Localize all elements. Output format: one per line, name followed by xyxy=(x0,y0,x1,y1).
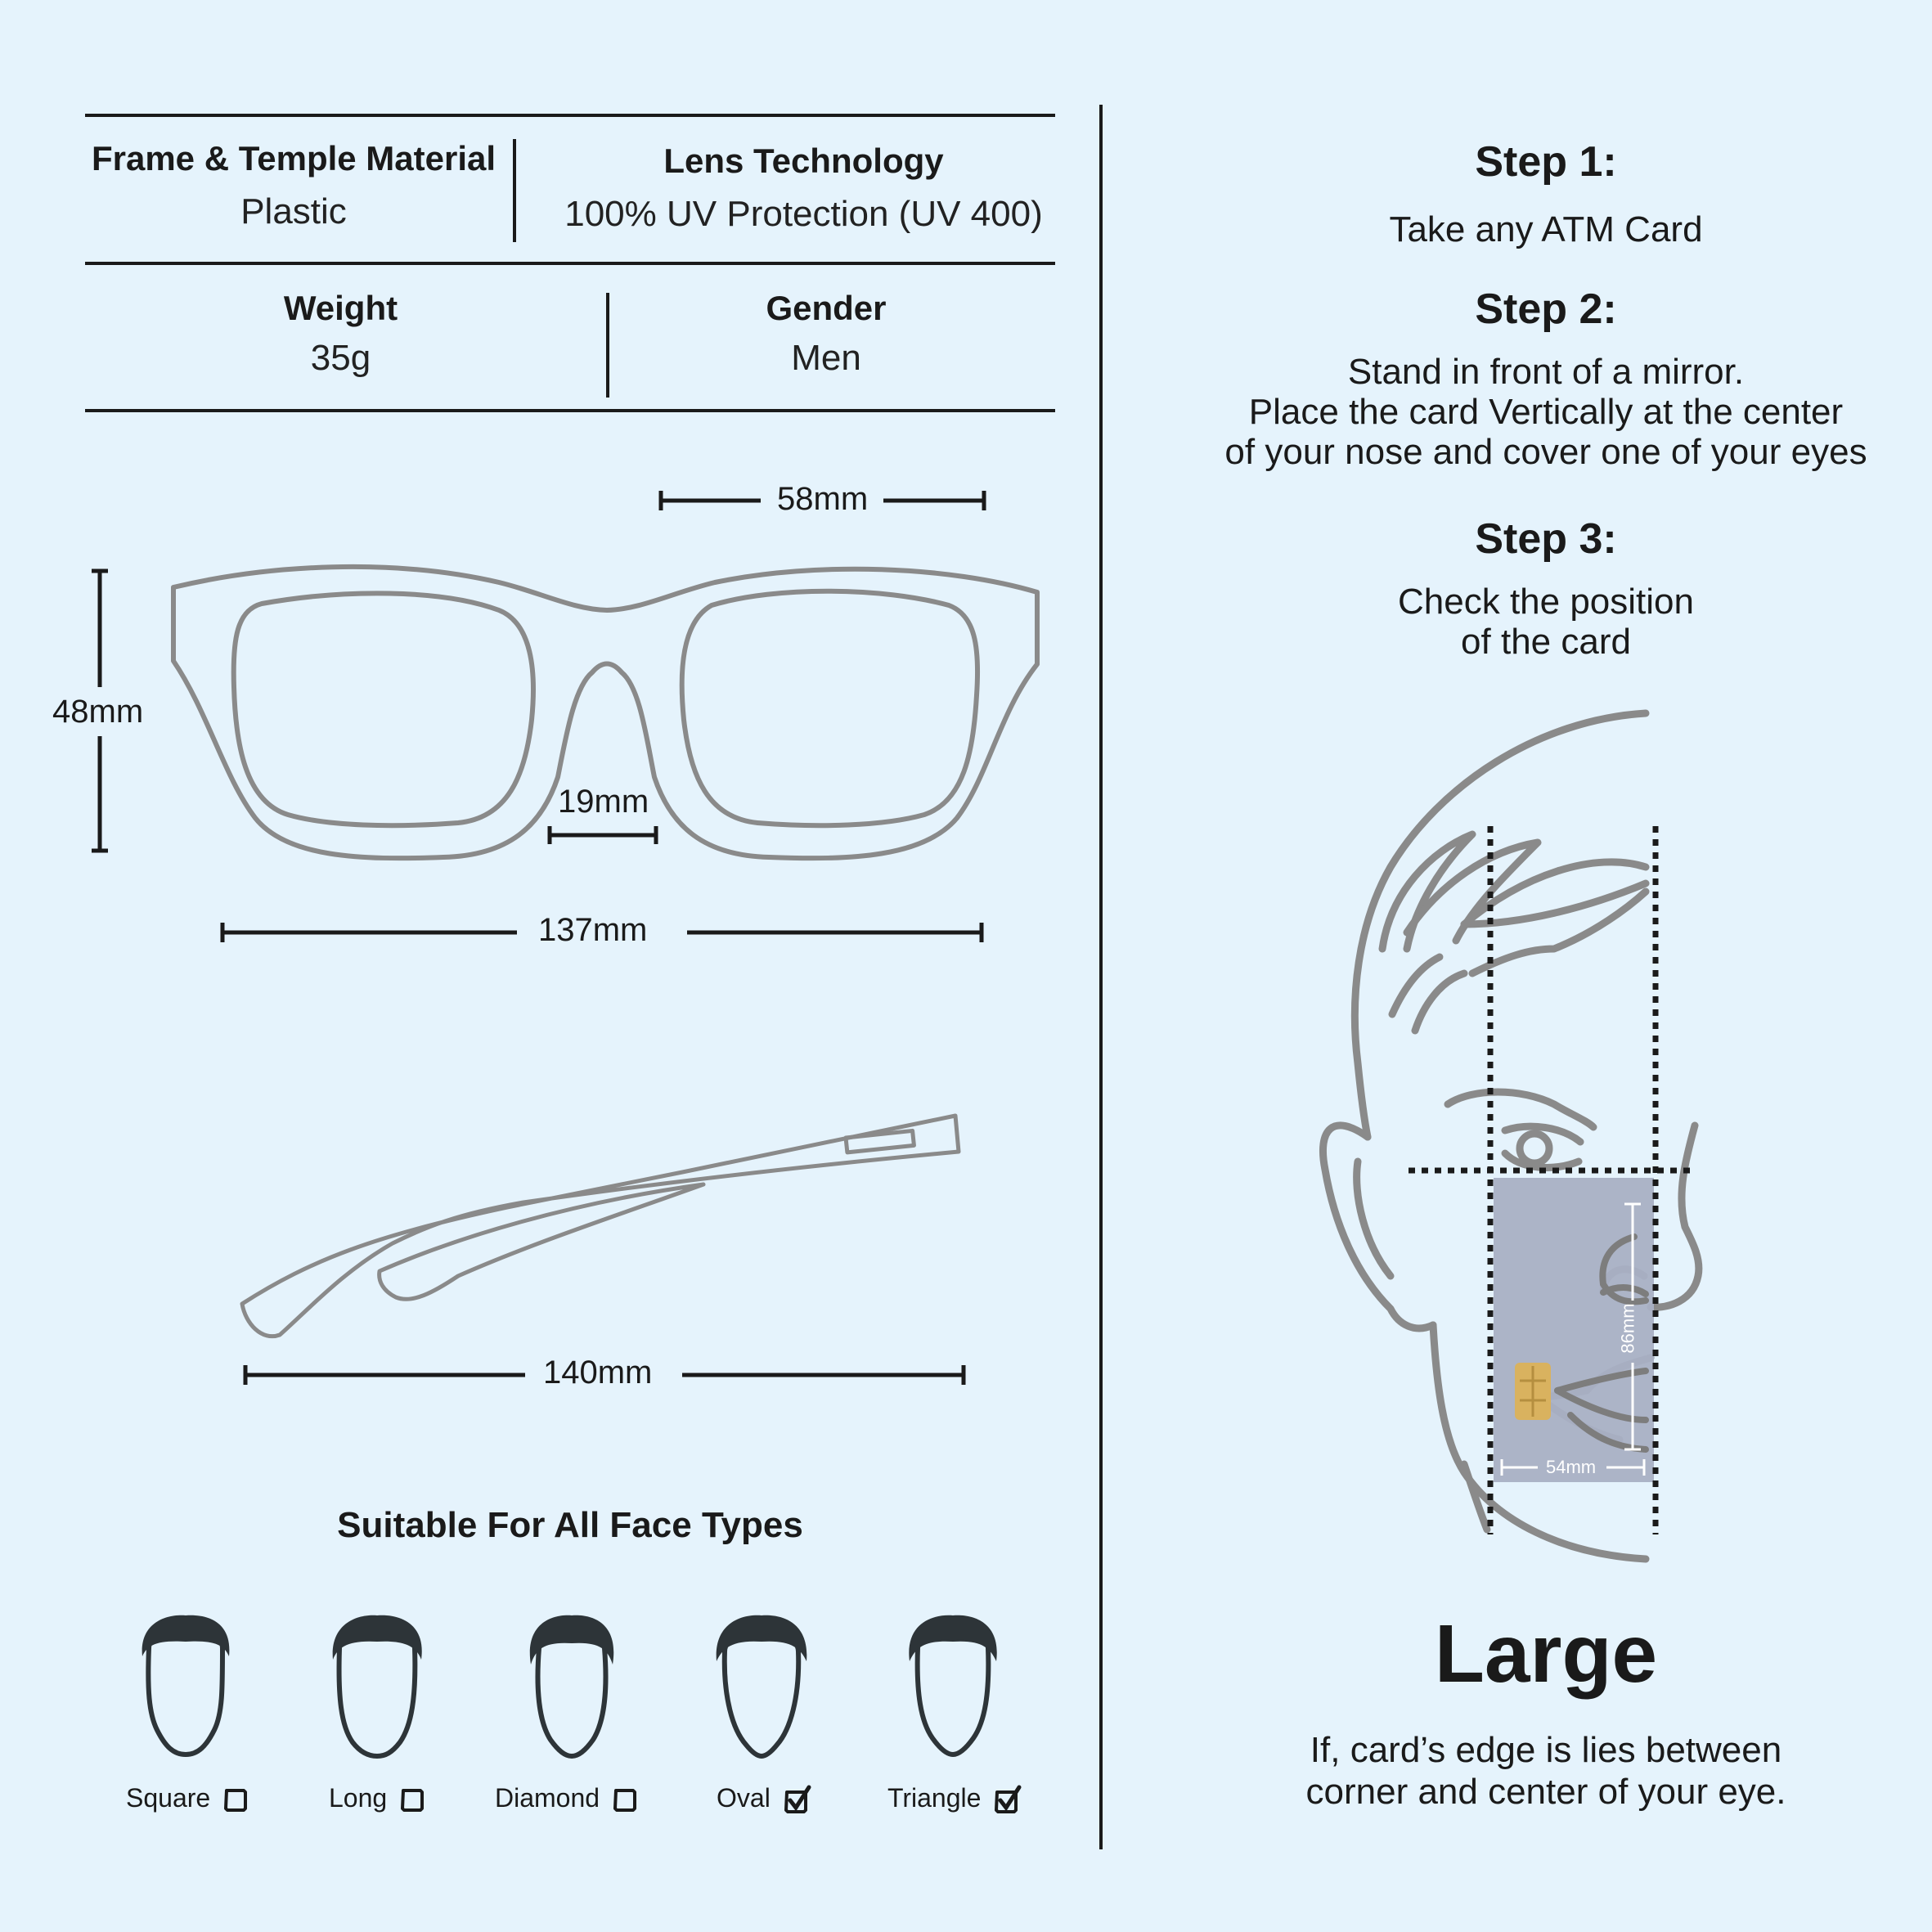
checkbox-checked-icon[interactable] xyxy=(783,1785,812,1815)
card-height-label: 86mm xyxy=(1617,1303,1638,1354)
face-type-diamond-label: Diamond xyxy=(495,1783,600,1813)
dimension-frame-bar xyxy=(220,923,984,942)
step-2-text-line-2: Place the card Vertically at the center xyxy=(1248,392,1844,432)
step-3: Step 3: Check the position of the card xyxy=(1129,514,1932,662)
card-chip-icon xyxy=(1515,1363,1551,1420)
face-type-square-label: Square xyxy=(126,1783,211,1813)
step-2: Step 2: Stand in front of a mirror. Plac… xyxy=(1129,285,1932,472)
dimension-lens-width: 58mm xyxy=(777,481,869,517)
dimension-lens-height: 48mm xyxy=(52,694,144,730)
step-1-text: Take any ATM Card xyxy=(1389,209,1703,249)
glasses-temple-icon xyxy=(240,1113,961,1339)
dimension-temple-length: 140mm xyxy=(543,1355,653,1391)
spec-lens: Lens Technology 100% UV Protection (UV 4… xyxy=(523,142,1084,235)
dimension-frame-width: 137mm xyxy=(538,912,648,948)
table-divider-row2 xyxy=(606,293,609,398)
dimension-bridge-bar xyxy=(547,826,658,844)
dimension-height-bar xyxy=(92,568,108,853)
table-top-rule xyxy=(85,114,1055,117)
step-3-text-line-1: Check the position xyxy=(1398,582,1694,622)
face-type-long-label: Long xyxy=(329,1783,388,1813)
face-type-diamond: Diamond xyxy=(495,1783,638,1813)
dimension-lens-bar xyxy=(658,491,986,510)
dimension-bridge: 19mm xyxy=(558,784,649,820)
face-types-title: Suitable For All Face Types xyxy=(337,1505,803,1545)
table-bottom-rule xyxy=(85,409,1055,412)
size-description: If, card’s edge is lies between corner a… xyxy=(1129,1730,1932,1812)
face-triangle-icon xyxy=(909,1615,997,1758)
checkbox-checked-icon[interactable] xyxy=(993,1785,1022,1815)
step-1: Step 1: Take any ATM Card xyxy=(1129,137,1932,249)
face-type-triangle: Triangle xyxy=(887,1783,1022,1815)
spec-frame-material-value: Plastic xyxy=(240,191,347,231)
size-description-line-2: corner and center of your eye. xyxy=(1305,1772,1786,1812)
atm-card-icon xyxy=(1494,1178,1654,1482)
dimension-temple-bar xyxy=(243,1365,966,1385)
spec-frame-material-label: Frame & Temple Material xyxy=(91,139,496,177)
spec-gender: Gender Men xyxy=(618,289,1035,379)
step-1-title: Step 1: xyxy=(1475,138,1617,186)
face-long-icon xyxy=(332,1615,422,1759)
table-middle-rule xyxy=(85,262,1055,265)
spec-gender-value: Men xyxy=(791,338,861,378)
face-diamond-icon xyxy=(529,1615,614,1759)
card-dimension-marks xyxy=(1500,1202,1646,1476)
spec-lens-value: 100% UV Protection (UV 400) xyxy=(564,194,1043,234)
table-divider-row1 xyxy=(513,139,516,242)
center-divider xyxy=(1099,105,1103,1849)
checkbox-empty-icon[interactable] xyxy=(222,1787,249,1813)
step-2-text-line-1: Stand in front of a mirror. xyxy=(1347,352,1745,392)
glasses-front-icon xyxy=(171,564,1040,861)
step-2-title: Step 2: xyxy=(1475,285,1617,333)
spec-weight: Weight 35g xyxy=(85,289,596,379)
step-3-text-line-2: of the card xyxy=(1461,622,1631,662)
face-type-triangle-label: Triangle xyxy=(887,1783,982,1813)
checkbox-empty-icon[interactable] xyxy=(399,1787,425,1813)
face-type-oval: Oval xyxy=(717,1783,812,1815)
checkbox-empty-icon[interactable] xyxy=(612,1787,638,1813)
spec-weight-label: Weight xyxy=(283,289,398,327)
face-square-icon xyxy=(142,1615,230,1758)
face-type-square: Square xyxy=(126,1783,249,1813)
face-oval-icon xyxy=(716,1615,807,1759)
face-types-row xyxy=(0,1615,1099,1812)
step-2-text-line-3: of your nose and cover one of your eyes xyxy=(1224,432,1867,472)
guide-lines xyxy=(1409,826,1696,1534)
face-type-long: Long xyxy=(329,1783,425,1813)
spec-frame-material: Frame & Temple Material Plastic xyxy=(85,139,502,232)
spec-weight-value: 35g xyxy=(310,338,371,378)
step-3-title: Step 3: xyxy=(1475,515,1617,563)
size-label: Large xyxy=(1434,1608,1658,1700)
card-width-label: 54mm xyxy=(1546,1457,1597,1477)
size-description-line-1: If, card’s edge is lies between xyxy=(1310,1730,1782,1770)
spec-gender-label: Gender xyxy=(766,289,887,327)
face-profile-icon xyxy=(1319,709,1703,1563)
face-type-oval-label: Oval xyxy=(717,1783,771,1813)
spec-lens-label: Lens Technology xyxy=(663,142,944,180)
